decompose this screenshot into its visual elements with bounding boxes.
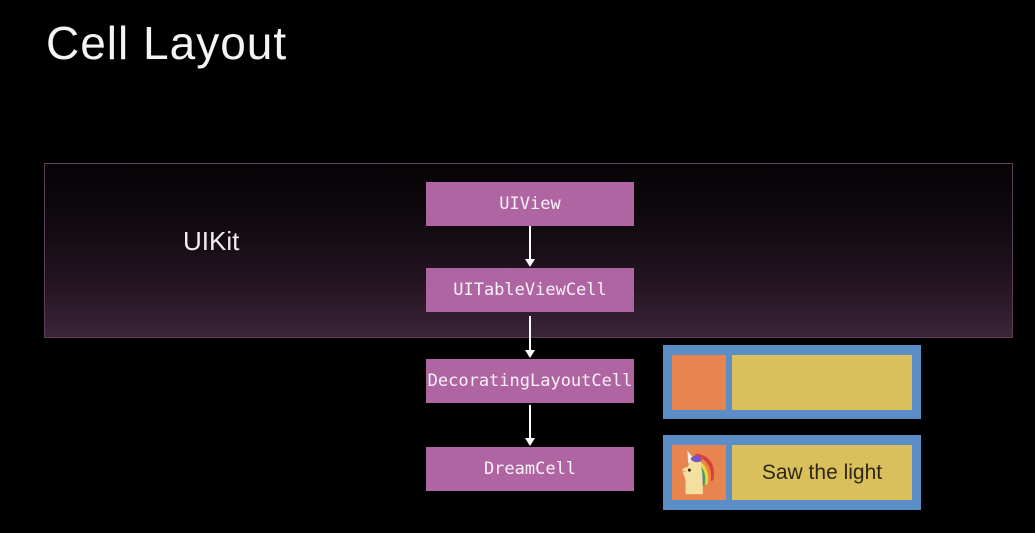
decoration-square [672,445,726,500]
inheritance-arrow-uitableviewcell-to-decoratinglayoutcell [525,316,535,358]
inheritance-arrow-decoratinglayoutcell-to-dreamcell [525,405,535,446]
class-node-uitableviewcell: UITableViewCell [426,268,634,312]
class-node-uiview: UIView [426,182,634,226]
uikit-region-label: UIKit [183,226,240,256]
cell-content-area: Saw the light [732,445,912,500]
class-node-dreamcell: DreamCell [426,447,634,491]
dream-cell-preview: Saw the light [663,435,921,510]
decorating-layout-cell-preview [663,345,921,419]
class-node-decoratinglayoutcell: DecoratingLayoutCell [426,359,634,403]
inheritance-arrow-uiview-to-uitableviewcell [525,226,535,267]
decoration-square [672,354,726,410]
cell-content-area [732,354,912,410]
slide-title: Cell Layout [46,17,288,69]
unicorn-icon [682,449,715,494]
